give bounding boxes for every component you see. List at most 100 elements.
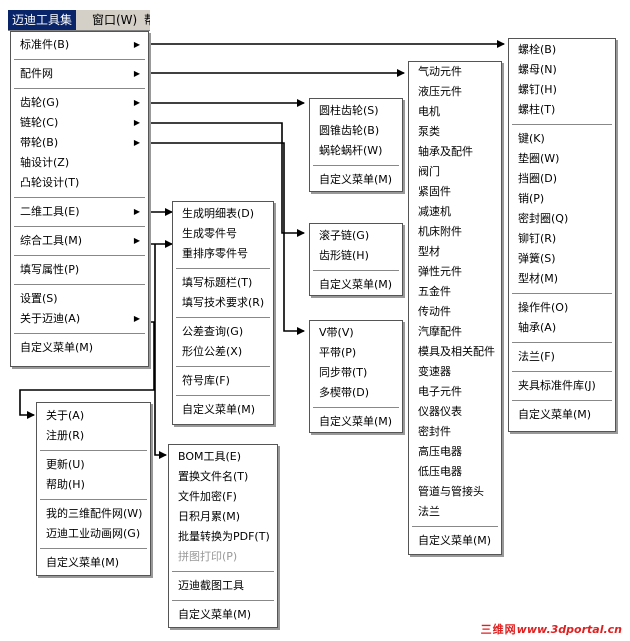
menu-item-bom-tool[interactable]: BOM工具(E) [178,450,242,463]
menu-item-pulley[interactable]: 带轮(B)▶ [11,133,148,153]
menu-item-custom-menu[interactable]: 自定义菜单(M) [182,403,256,416]
menu-item-key[interactable]: 键(K) [518,132,545,145]
menu-item-generate-part-number[interactable]: 生成零件号 [182,227,237,240]
menu-item-timing-belt[interactable]: 同步带(T) [319,366,368,379]
menu-item-stud[interactable]: 螺柱(T) [518,103,556,116]
menu-item-nut[interactable]: 螺母(N) [518,63,557,76]
menu-item-spur-gear[interactable]: 圆柱齿轮(S) [319,104,379,117]
menu-item-screenshot-tool[interactable]: 迈迪截图工具 [178,579,244,592]
menu-item-tolerance-lookup[interactable]: 公差查询(G) [182,325,244,338]
menu-item-gear[interactable]: 齿轮(G)▶ [11,93,148,113]
menu-item-reducer[interactable]: 减速机 [418,205,451,218]
menu-item-flat-belt[interactable]: 平带(P) [319,346,357,359]
menu-item-flange[interactable]: 法兰(F) [518,350,555,363]
menu-item-sprocket[interactable]: 链轮(C)▶ [11,113,148,133]
menu-item-washer[interactable]: 垫圈(W) [518,152,560,165]
menu-item-about[interactable]: 关于(A) [46,409,85,422]
menu-item-custom-menu[interactable]: 自定义菜单(M) [319,173,393,186]
menu-item-transmission[interactable]: 传动件 [418,305,451,318]
menu-item-spring[interactable]: 弹簧(S) [518,252,556,265]
menu-item-pneumatic[interactable]: 气动元件 [418,65,462,78]
menu-item-pump[interactable]: 泵类 [418,125,440,138]
menu-item-custom-menu[interactable]: 自定义菜单(M) [178,608,252,621]
menu-item-low-voltage[interactable]: 低压电器 [418,465,462,478]
menu-item-fill-properties[interactable]: 填写属性(P) [20,263,80,276]
menu-separator [176,366,270,367]
menu-item-bearing[interactable]: 轴承(A) [518,321,557,334]
menubar-item-maidi-tools[interactable]: 迈迪工具集 [8,10,77,30]
menu-item-help[interactable]: 帮助(H) [46,478,85,491]
menu-item-cam-design[interactable]: 凸轮设计(T) [20,176,80,189]
menu-item-worm-gear[interactable]: 蜗轮蜗杆(W) [319,144,383,157]
menu-item-reorder-part-number[interactable]: 重排序零件号 [182,247,248,260]
menu-item-symbol-library[interactable]: 符号库(F) [182,374,230,387]
menu-item-gearbox[interactable]: 变速器 [418,365,451,378]
menu-item-hydraulic[interactable]: 液压元件 [418,85,462,98]
menu-item-v-belt[interactable]: V带(V) [319,326,354,339]
menubar-item-window[interactable]: 窗口(W) [92,13,138,27]
menu-item-custom-menu[interactable]: 自定义菜单(M) [319,278,393,291]
menu-item-custom-menu[interactable]: 自定义菜单(M) [319,415,393,428]
submenu-arrow-icon: ▶ [133,138,140,147]
menu-item-fill-tech-requirements[interactable]: 填写技术要求(R) [182,296,265,309]
menu-item-standard-parts[interactable]: 标准件(B)▶ [11,35,148,55]
menu-item-batch-to-pdf[interactable]: 批量转换为PDF(T) [178,530,270,543]
menu-item-flange[interactable]: 法兰 [418,505,440,518]
menubar: 迈迪工具集 窗口(W) 帮 [8,10,150,31]
line-belt [148,142,305,335]
menu-item-my-3d-parts-network[interactable]: 我的三维配件网(W) [46,507,143,520]
menu-item-roller-chain[interactable]: 滚子链(G) [319,229,370,242]
menu-item-comprehensive-tools[interactable]: 综合工具(M)▶ [11,231,148,251]
menu-item-seal[interactable]: 密封件 [418,425,451,438]
menu-item-machine-tool-accessories[interactable]: 机床附件 [418,225,462,238]
menu-item-valve[interactable]: 阀门 [418,165,440,178]
menu-item-bolt[interactable]: 螺栓(B) [518,43,557,56]
menu-item-register[interactable]: 注册(R) [46,429,85,442]
menu-item-retaining-ring[interactable]: 挡圈(D) [518,172,558,185]
menu-item-custom-menu[interactable]: 自定义菜单(M) [518,408,592,421]
menu-item-hardware[interactable]: 五金件 [418,285,451,298]
menu-item-geometric-tolerance[interactable]: 形位公差(X) [182,345,243,358]
menu-item-operating-part[interactable]: 操作件(O) [518,301,569,314]
menu-item-generate-bom-table[interactable]: 生成明细表(D) [182,207,255,220]
menu-item-bevel-gear[interactable]: 圆锥齿轮(B) [319,124,380,137]
menu-item-daily-tips[interactable]: 日积月累(M) [178,510,241,523]
menu-item-maidi-animation-network[interactable]: 迈迪工业动画网(G) [46,527,141,540]
menu-item-custom-menu[interactable]: 自定义菜单(M) [46,556,120,569]
submenu-arrow-icon: ▶ [133,314,140,323]
menu-item-pipes-fittings[interactable]: 管道与管接头 [418,485,484,498]
menu-item-multi-wedge-belt[interactable]: 多楔带(D) [319,386,370,399]
menu-item-replace-filename[interactable]: 置换文件名(T) [178,470,249,483]
menu-item-update[interactable]: 更新(U) [46,458,85,471]
menu-item-motor[interactable]: 电机 [418,105,440,118]
menu-item-profile[interactable]: 型材 [418,245,440,258]
menu-item-pin[interactable]: 销(P) [518,192,545,205]
menu-item-rivet[interactable]: 铆钉(R) [518,232,557,245]
menu-item-parts-network[interactable]: 配件网▶ [11,64,148,84]
line-comp-down [154,244,167,459]
menu-item-elastic[interactable]: 弹性元件 [418,265,462,278]
menu-item-auto-moto-parts[interactable]: 汽摩配件 [418,325,462,338]
menubar-item-help[interactable]: 帮 [140,10,150,30]
menu-item-mold-accessories[interactable]: 模具及相关配件 [418,345,495,358]
menu-item-settings[interactable]: 设置(S) [20,292,58,305]
menu-item-shaft-design[interactable]: 轴设计(Z) [20,156,70,169]
menu-item-custom-menu[interactable]: 自定义菜单(M) [20,341,94,354]
menu-item-instruments[interactable]: 仪器仪表 [418,405,462,418]
menu-item-electronics[interactable]: 电子元件 [418,385,462,398]
menu-item-about-maidi[interactable]: 关于迈迪(A)▶ [11,309,148,329]
menu-item-custom-menu[interactable]: 自定义菜单(M) [418,534,492,547]
menu-item-screw[interactable]: 螺钉(H) [518,83,557,96]
menu-item-fill-title-block[interactable]: 填写标题栏(T) [182,276,253,289]
menu-item-seal-ring[interactable]: 密封圈(Q) [518,212,569,225]
menu-item-2d-tools[interactable]: 二维工具(E)▶ [11,202,148,222]
menu-item-profile-material[interactable]: 型材(M) [518,272,559,285]
menu-item-bearing-accessories[interactable]: 轴承及配件 [418,145,473,158]
menu-item-silent-chain[interactable]: 齿形链(H) [319,249,369,262]
menu-separator [172,571,274,572]
menu-item-high-voltage[interactable]: 高压电器 [418,445,462,458]
menu-item-file-encrypt[interactable]: 文件加密(F) [178,490,237,503]
menu-item-fixture-library[interactable]: 夹具标准件库(J) [518,379,596,392]
menu-item-fastener[interactable]: 紧固件 [418,185,451,198]
